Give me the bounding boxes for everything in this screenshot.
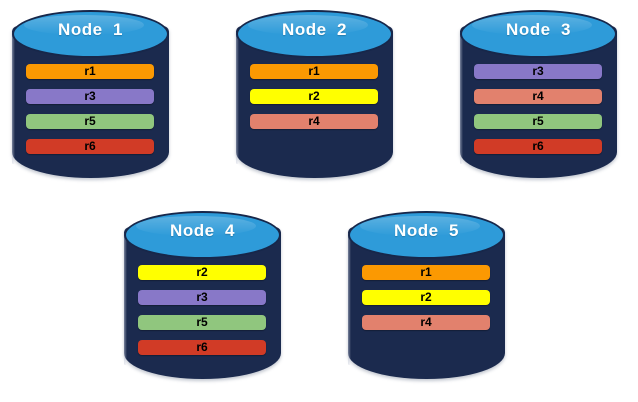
- record-list: r1 r2 r4: [362, 265, 490, 330]
- node-title: Node 3: [506, 20, 571, 39]
- node-2[interactable]: Node 2 r1 r2 r4: [232, 6, 397, 191]
- record-list: r1 r2 r4: [250, 64, 378, 129]
- record-bar[interactable]: r3: [138, 290, 266, 305]
- record-list: r2 r3 r5 r6: [138, 265, 266, 355]
- cylinder-top-disc: [460, 10, 617, 58]
- record-bar[interactable]: r6: [138, 340, 266, 355]
- record-bar[interactable]: r2: [362, 290, 490, 305]
- record-bar[interactable]: r1: [26, 64, 154, 79]
- record-bar[interactable]: r2: [250, 89, 378, 104]
- record-bar[interactable]: r4: [362, 315, 490, 330]
- node-5[interactable]: Node 5 r1 r2 r4: [344, 207, 509, 392]
- record-bar[interactable]: r4: [250, 114, 378, 129]
- record-bar[interactable]: r6: [26, 139, 154, 154]
- node-title: Node 4: [170, 221, 235, 240]
- record-bar[interactable]: r3: [474, 64, 602, 79]
- node-1[interactable]: Node 1 r1 r3 r5 r6: [8, 6, 173, 191]
- record-list: r3 r4 r5 r6: [474, 64, 602, 154]
- cylinder-top-disc: [348, 211, 505, 259]
- record-bar[interactable]: r4: [474, 89, 602, 104]
- node-3[interactable]: Node 3 r3 r4 r5 r6: [456, 6, 621, 191]
- record-bar[interactable]: r3: [26, 89, 154, 104]
- record-bar[interactable]: r1: [362, 265, 490, 280]
- record-bar[interactable]: r1: [250, 64, 378, 79]
- record-bar[interactable]: r6: [474, 139, 602, 154]
- cylinder-top-disc: [12, 10, 169, 58]
- cylinder-top-disc: [236, 10, 393, 58]
- cylinder-top-disc: [124, 211, 281, 259]
- node-4[interactable]: Node 4 r2 r3 r5 r6: [120, 207, 285, 392]
- node-title: Node 2: [282, 20, 347, 39]
- node-title: Node 5: [394, 221, 459, 240]
- record-bar[interactable]: r5: [474, 114, 602, 129]
- record-bar[interactable]: r2: [138, 265, 266, 280]
- record-bar[interactable]: r5: [26, 114, 154, 129]
- record-list: r1 r3 r5 r6: [26, 64, 154, 154]
- record-bar[interactable]: r5: [138, 315, 266, 330]
- node-title: Node 1: [58, 20, 123, 39]
